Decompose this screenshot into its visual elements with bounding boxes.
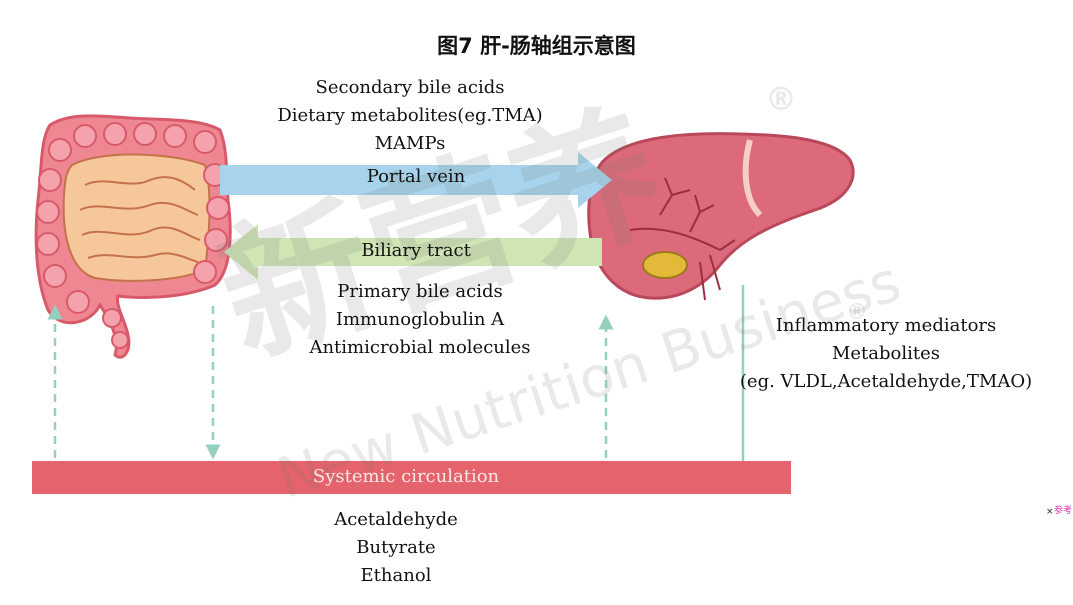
large-intestine-illustration bbox=[34, 114, 232, 359]
top-line-2: Dietary metabolites(eg.TMA) bbox=[277, 105, 543, 126]
mid-line-1: Primary bile acids bbox=[337, 281, 503, 302]
close-icon[interactable]: × bbox=[1046, 507, 1054, 517]
right-text-block: Inflammatory mediators Metabolites (eg. … bbox=[728, 312, 1044, 396]
systemic-circulation-label: Systemic circulation bbox=[312, 466, 500, 487]
bottom-line-2: Butyrate bbox=[356, 537, 436, 558]
mid-line-3: Antimicrobial molecules bbox=[309, 337, 531, 358]
intestine-inner-folds bbox=[62, 153, 211, 282]
liver-illustration bbox=[587, 132, 855, 301]
biliary-tract-label: Biliary tract bbox=[361, 240, 471, 261]
bottom-text-block: Acetaldehyde Butyrate Ethanol bbox=[296, 506, 496, 590]
portal-vein-label: Portal vein bbox=[366, 166, 466, 187]
liver-body bbox=[587, 132, 855, 300]
gallbladder bbox=[642, 251, 688, 279]
mid-line-2: Immunoglobulin A bbox=[335, 309, 505, 330]
biliary-tract-arrow bbox=[224, 224, 602, 280]
top-text-block: Secondary bile acids Dietary metabolites… bbox=[270, 74, 550, 158]
top-line-1: Secondary bile acids bbox=[315, 77, 505, 98]
mid-text-block: Primary bile acids Immunoglobulin A Anti… bbox=[290, 278, 550, 362]
figure-title: 图7 肝-肠轴组示意图 bbox=[437, 34, 636, 58]
right-line-3: (eg. VLDL,Acetaldehyde,TMAO) bbox=[739, 371, 1033, 392]
right-line-2: Metabolites bbox=[831, 343, 941, 364]
liver-ligament bbox=[742, 139, 763, 218]
top-line-3: MAMPs bbox=[374, 133, 446, 154]
reference-note[interactable]: 参考 bbox=[1054, 506, 1073, 516]
portal-vein-arrow bbox=[220, 152, 612, 208]
bottom-line-3: Ethanol bbox=[360, 565, 432, 586]
right-line-1: Inflammatory mediators bbox=[775, 315, 997, 336]
bottom-line-1: Acetaldehyde bbox=[334, 509, 458, 530]
systemic-circulation-bar bbox=[32, 461, 791, 494]
liver-vessels bbox=[629, 177, 736, 301]
